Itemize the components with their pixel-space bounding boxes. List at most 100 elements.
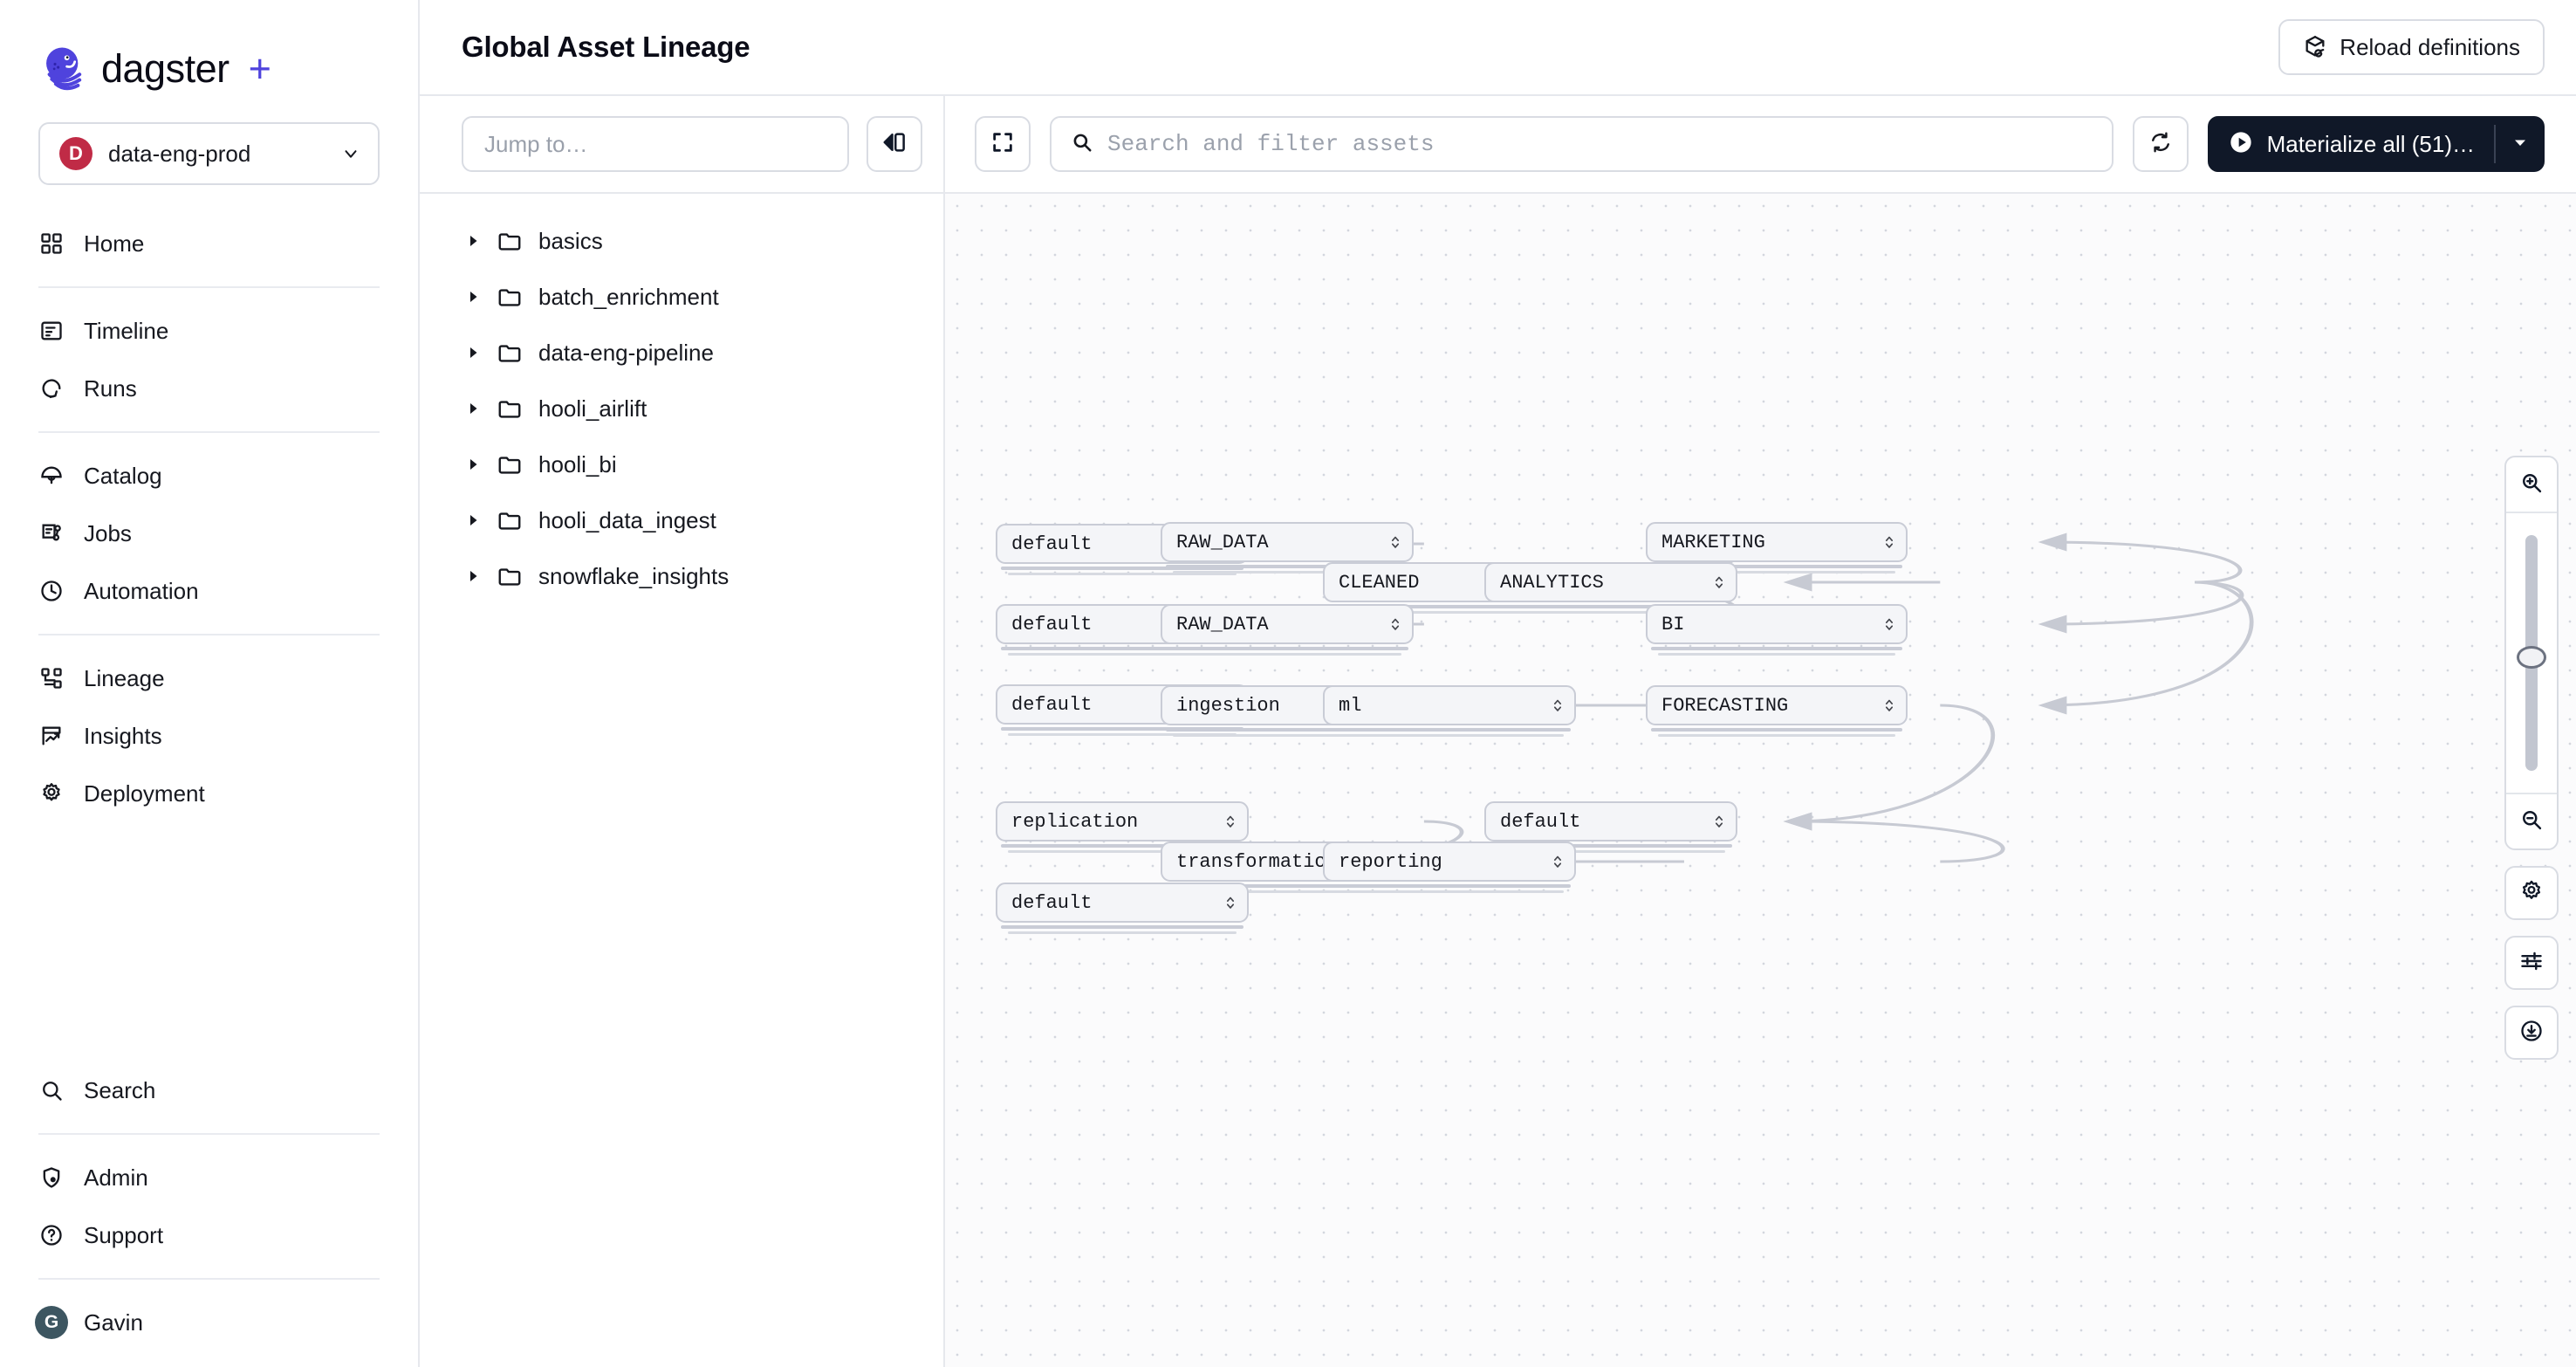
sidebar-item-label: Jobs [84, 519, 132, 546]
lineage-node[interactable]: default [1484, 801, 1737, 841]
node-stack-shadow-back [1497, 850, 1725, 853]
lineage-node[interactable]: default [996, 883, 1249, 923]
sidebar-item-automation[interactable]: Automation [0, 562, 418, 620]
tree-item-hooli-bi[interactable]: hooli_bi [420, 436, 943, 492]
sidebar-item-runs[interactable]: Runs [0, 360, 418, 417]
search-input[interactable] [1107, 131, 2093, 157]
sidebar-item-lineage[interactable]: Lineage [0, 649, 418, 707]
materialize-all-button[interactable]: Materialize all (51)… [2207, 116, 2545, 172]
jump-to-input[interactable] [462, 116, 849, 172]
lineage-node-label: ingestion [1176, 694, 1280, 717]
chevron-down-icon [341, 144, 360, 163]
sidebar-item-label: Admin [84, 1164, 148, 1191]
primary-nav: Home Timeline Runs [0, 210, 418, 828]
chevron-up-down-icon[interactable] [1224, 893, 1237, 912]
zoom-slider[interactable] [2506, 513, 2557, 793]
lineage-node[interactable]: reporting [1323, 841, 1576, 882]
sidebar-item-search[interactable]: Search [0, 1061, 418, 1119]
lineage-node[interactable]: FORECASTING [1646, 685, 1908, 725]
node-stack-shadow-front [1001, 844, 1243, 848]
node-stack-shadow-front [1001, 925, 1243, 929]
sidebar-item-support[interactable]: Support [0, 1206, 418, 1264]
graph-download-button[interactable] [2504, 1006, 2559, 1060]
graph-filters-button[interactable] [2504, 936, 2559, 990]
caret-right-icon[interactable] [465, 568, 481, 584]
chevron-up-down-icon[interactable] [1883, 615, 1895, 634]
tree-item-hooli-airlift[interactable]: hooli_airlift [420, 381, 943, 436]
sidebar-item-timeline[interactable]: Timeline [0, 302, 418, 360]
node-stack-shadow-front [1166, 565, 1408, 568]
main-area: Global Asset Lineage Reload definitions [420, 0, 2576, 1367]
fit-to-screen-button[interactable] [975, 116, 1031, 172]
tree-item-batch-enrichment[interactable]: batch_enrichment [420, 269, 943, 325]
node-stack-shadow-back [1008, 573, 1237, 575]
graph-settings-button[interactable] [2504, 866, 2559, 920]
zoom-in-button[interactable] [2506, 457, 2557, 512]
lineage-node[interactable]: BI [1646, 604, 1908, 644]
nav-divider [38, 286, 380, 288]
chevron-up-down-icon[interactable] [1389, 532, 1401, 552]
zoom-slider-thumb[interactable] [2517, 646, 2546, 669]
node-stack-shadow-front [1328, 728, 1571, 732]
node-stack-shadow-front [1001, 647, 1243, 650]
reload-definitions-button[interactable]: Reload definitions [2278, 19, 2545, 75]
lineage-node[interactable]: ANALYTICS [1484, 562, 1737, 602]
caret-right-icon[interactable] [465, 345, 481, 361]
node-stack-shadow-front [1166, 728, 1408, 732]
lineage-node-label: CLEANED [1339, 571, 1420, 594]
reload-box-icon [2303, 34, 2327, 61]
zoom-slider-group [2504, 456, 2559, 850]
chevron-up-down-icon[interactable] [1713, 812, 1725, 831]
organization-selector[interactable]: D data-eng-prod [38, 122, 380, 185]
shield-user-icon [38, 1164, 65, 1191]
tree-item-data-eng-pipeline[interactable]: data-eng-pipeline [420, 325, 943, 381]
page-title: Global Asset Lineage [462, 31, 750, 63]
asset-search-field[interactable] [1050, 116, 2114, 172]
chevron-up-down-icon[interactable] [1883, 696, 1895, 715]
node-stack-shadow-front [1651, 565, 1902, 568]
chevron-up-down-icon[interactable] [1883, 532, 1895, 552]
zoom-controls [2504, 456, 2559, 1060]
lineage-node[interactable]: RAW_DATA [1161, 522, 1414, 562]
brand[interactable]: dagster + [0, 0, 418, 96]
zoom-out-icon [2519, 807, 2544, 836]
chevron-up-down-icon[interactable] [1224, 812, 1237, 831]
caret-right-icon[interactable] [465, 457, 481, 472]
sidebar-item-insights[interactable]: Insights [0, 707, 418, 765]
sidebar-item-home[interactable]: Home [0, 215, 418, 272]
caret-right-icon[interactable] [465, 401, 481, 416]
chevron-up-down-icon[interactable] [1552, 852, 1564, 871]
node-stack-shadow-back [1173, 890, 1401, 893]
node-stack-shadow-back [1173, 653, 1401, 656]
tree-item-snowflake-insights[interactable]: snowflake_insights [420, 548, 943, 604]
brand-name: dagster [101, 45, 230, 91]
caret-right-icon[interactable] [465, 233, 481, 249]
collapse-left-panel-button[interactable] [867, 116, 922, 172]
refresh-button[interactable] [2132, 116, 2189, 172]
sidebar-item-admin[interactable]: Admin [0, 1149, 418, 1206]
lineage-node[interactable]: MARKETING [1646, 522, 1908, 562]
caret-right-icon[interactable] [465, 289, 481, 305]
lineage-node[interactable]: RAW_DATA [1161, 604, 1414, 644]
chevron-up-down-icon[interactable] [1552, 696, 1564, 715]
node-stack-shadow-front [1166, 647, 1408, 650]
sidebar-item-deployment[interactable]: Deployment [0, 765, 418, 822]
lineage-node[interactable]: replication [996, 801, 1249, 841]
materialize-dropdown-button[interactable] [2496, 116, 2545, 172]
chevron-up-down-icon[interactable] [1389, 615, 1401, 634]
sidebar-item-label: Catalog [84, 462, 162, 489]
caret-right-icon[interactable] [465, 512, 481, 528]
tree-item-hooli-data-ingest[interactable]: hooli_data_ingest [420, 492, 943, 548]
zoom-out-button[interactable] [2506, 794, 2557, 848]
jobs-icon [38, 520, 65, 546]
lineage-node[interactable]: ml [1323, 685, 1576, 725]
sidebar-item-jobs[interactable]: Jobs [0, 505, 418, 562]
materialize-all-main[interactable]: Materialize all (51)… [2208, 116, 2494, 172]
sidebar-item-user[interactable]: G Gavin [0, 1294, 418, 1351]
sidebar-item-catalog[interactable]: Catalog [0, 447, 418, 505]
chevron-up-down-icon[interactable] [1713, 573, 1725, 592]
dagster-whale-logo [38, 43, 89, 93]
tree-item-label: hooli_data_ingest [538, 506, 716, 533]
tree-item-basics[interactable]: basics [420, 213, 943, 269]
